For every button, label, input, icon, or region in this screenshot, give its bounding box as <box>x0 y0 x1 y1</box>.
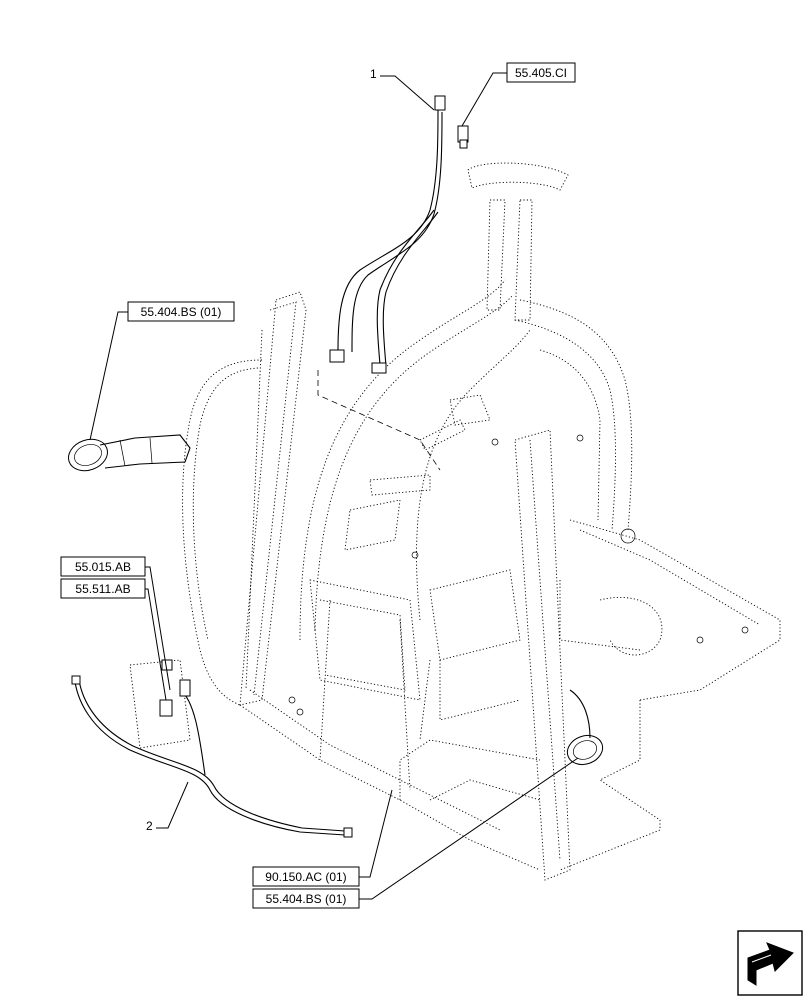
ref-55-404-bs-top[interactable]: 55.404.BS (01) <box>127 301 235 322</box>
callout-item-1[interactable]: 1 <box>370 67 377 81</box>
callout-item-1-text: 1 <box>370 67 377 81</box>
next-page-arrow-icon[interactable] <box>737 930 803 996</box>
ref-55-404-bs-bottom-text: 55.404.BS (01) <box>266 892 347 906</box>
roof-connector <box>457 125 469 149</box>
left-work-lamp <box>68 434 191 472</box>
cab-frame <box>182 162 781 881</box>
ref-55-511-ab[interactable]: 55.511.AB <box>60 578 146 599</box>
callout-item-2[interactable]: 2 <box>146 819 153 833</box>
ref-90-150-ac-text: 90.150.AC (01) <box>265 870 346 884</box>
roof-harness <box>317 95 446 471</box>
ref-55-405-ci-text: 55.405.CI <box>515 66 567 80</box>
ref-90-150-ac[interactable]: 90.150.AC (01) <box>252 866 360 887</box>
ref-55-404-bs-bottom[interactable]: 55.404.BS (01) <box>252 888 360 909</box>
ref-55-015-ab-text: 55.015.AB <box>75 560 131 574</box>
lower-harness <box>71 659 353 838</box>
ref-55-405-ci[interactable]: 55.405.CI <box>506 62 576 83</box>
ref-55-404-bs-top-text: 55.404.BS (01) <box>141 305 222 319</box>
ref-55-015-ab[interactable]: 55.015.AB <box>60 556 146 577</box>
ref-55-511-ab-text: 55.511.AB <box>75 582 130 596</box>
callout-item-2-text: 2 <box>146 819 153 833</box>
right-work-lamp <box>566 689 604 766</box>
